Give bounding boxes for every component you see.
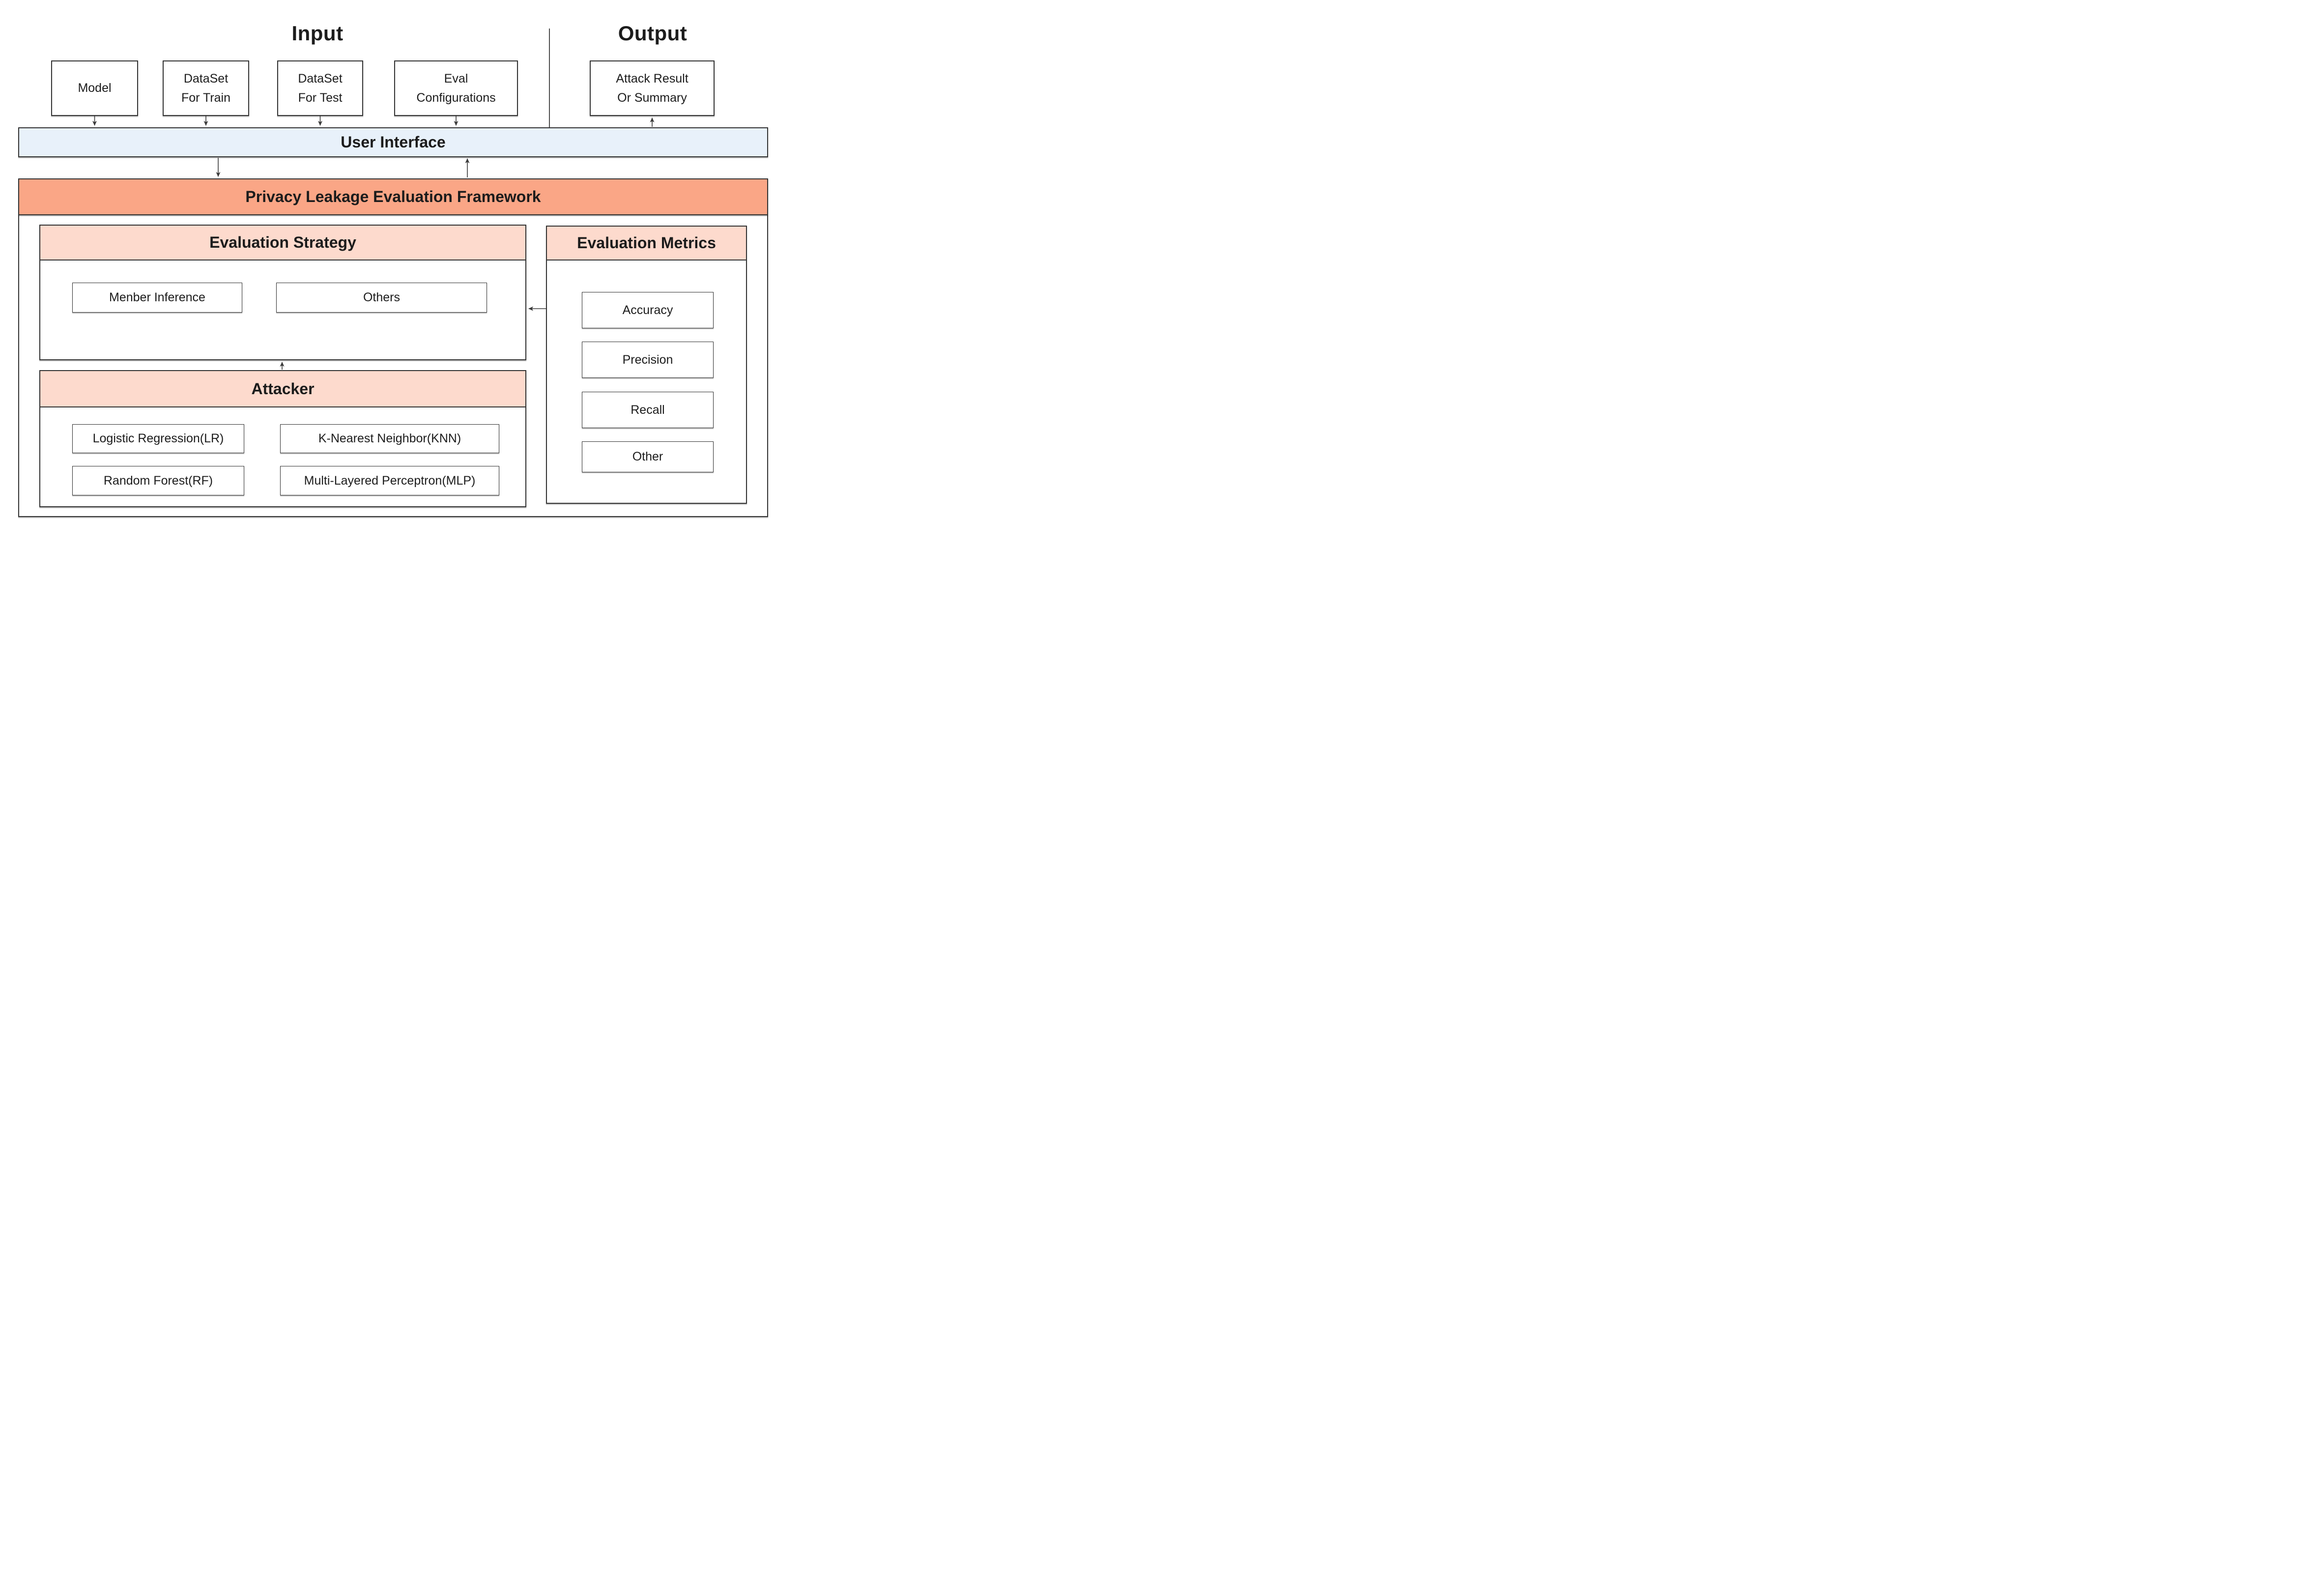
- input-box-dataset-train: DataSet For Train: [163, 60, 249, 116]
- input-box-eval-configurations: Eval Configurations: [394, 60, 518, 116]
- strategy-item-member-inference: Menber Inference: [72, 283, 242, 313]
- diagram-canvas: Input Output Model DataSet For Train Dat…: [0, 0, 775, 530]
- framework-header-bar: Privacy Leakage Evaluation Framework: [18, 178, 768, 215]
- evaluation-metrics-header: Evaluation Metrics: [546, 226, 747, 260]
- attacker-header: Attacker: [39, 370, 526, 407]
- output-title: Output: [618, 22, 688, 45]
- metrics-item-other: Other: [582, 441, 714, 472]
- input-box-dataset-test: DataSet For Test: [277, 60, 363, 116]
- input-box-model: Model: [51, 60, 138, 116]
- metrics-item-accuracy: Accuracy: [582, 292, 714, 328]
- metrics-item-recall: Recall: [582, 392, 714, 428]
- attacker-item-logistic-regression: Logistic Regression(LR): [72, 424, 244, 453]
- attacker-item-knn: K-Nearest Neighbor(KNN): [280, 424, 499, 453]
- user-interface-bar: User Interface: [18, 127, 768, 157]
- strategy-item-others: Others: [276, 283, 487, 313]
- attacker-item-mlp: Multi-Layered Perceptron(MLP): [280, 466, 499, 495]
- attacker-item-random-forest: Random Forest(RF): [72, 466, 244, 495]
- input-title: Input: [291, 22, 344, 45]
- evaluation-strategy-header: Evaluation Strategy: [39, 225, 526, 260]
- output-box-attack-result: Attack Result Or Summary: [590, 60, 715, 116]
- metrics-item-precision: Precision: [582, 342, 714, 378]
